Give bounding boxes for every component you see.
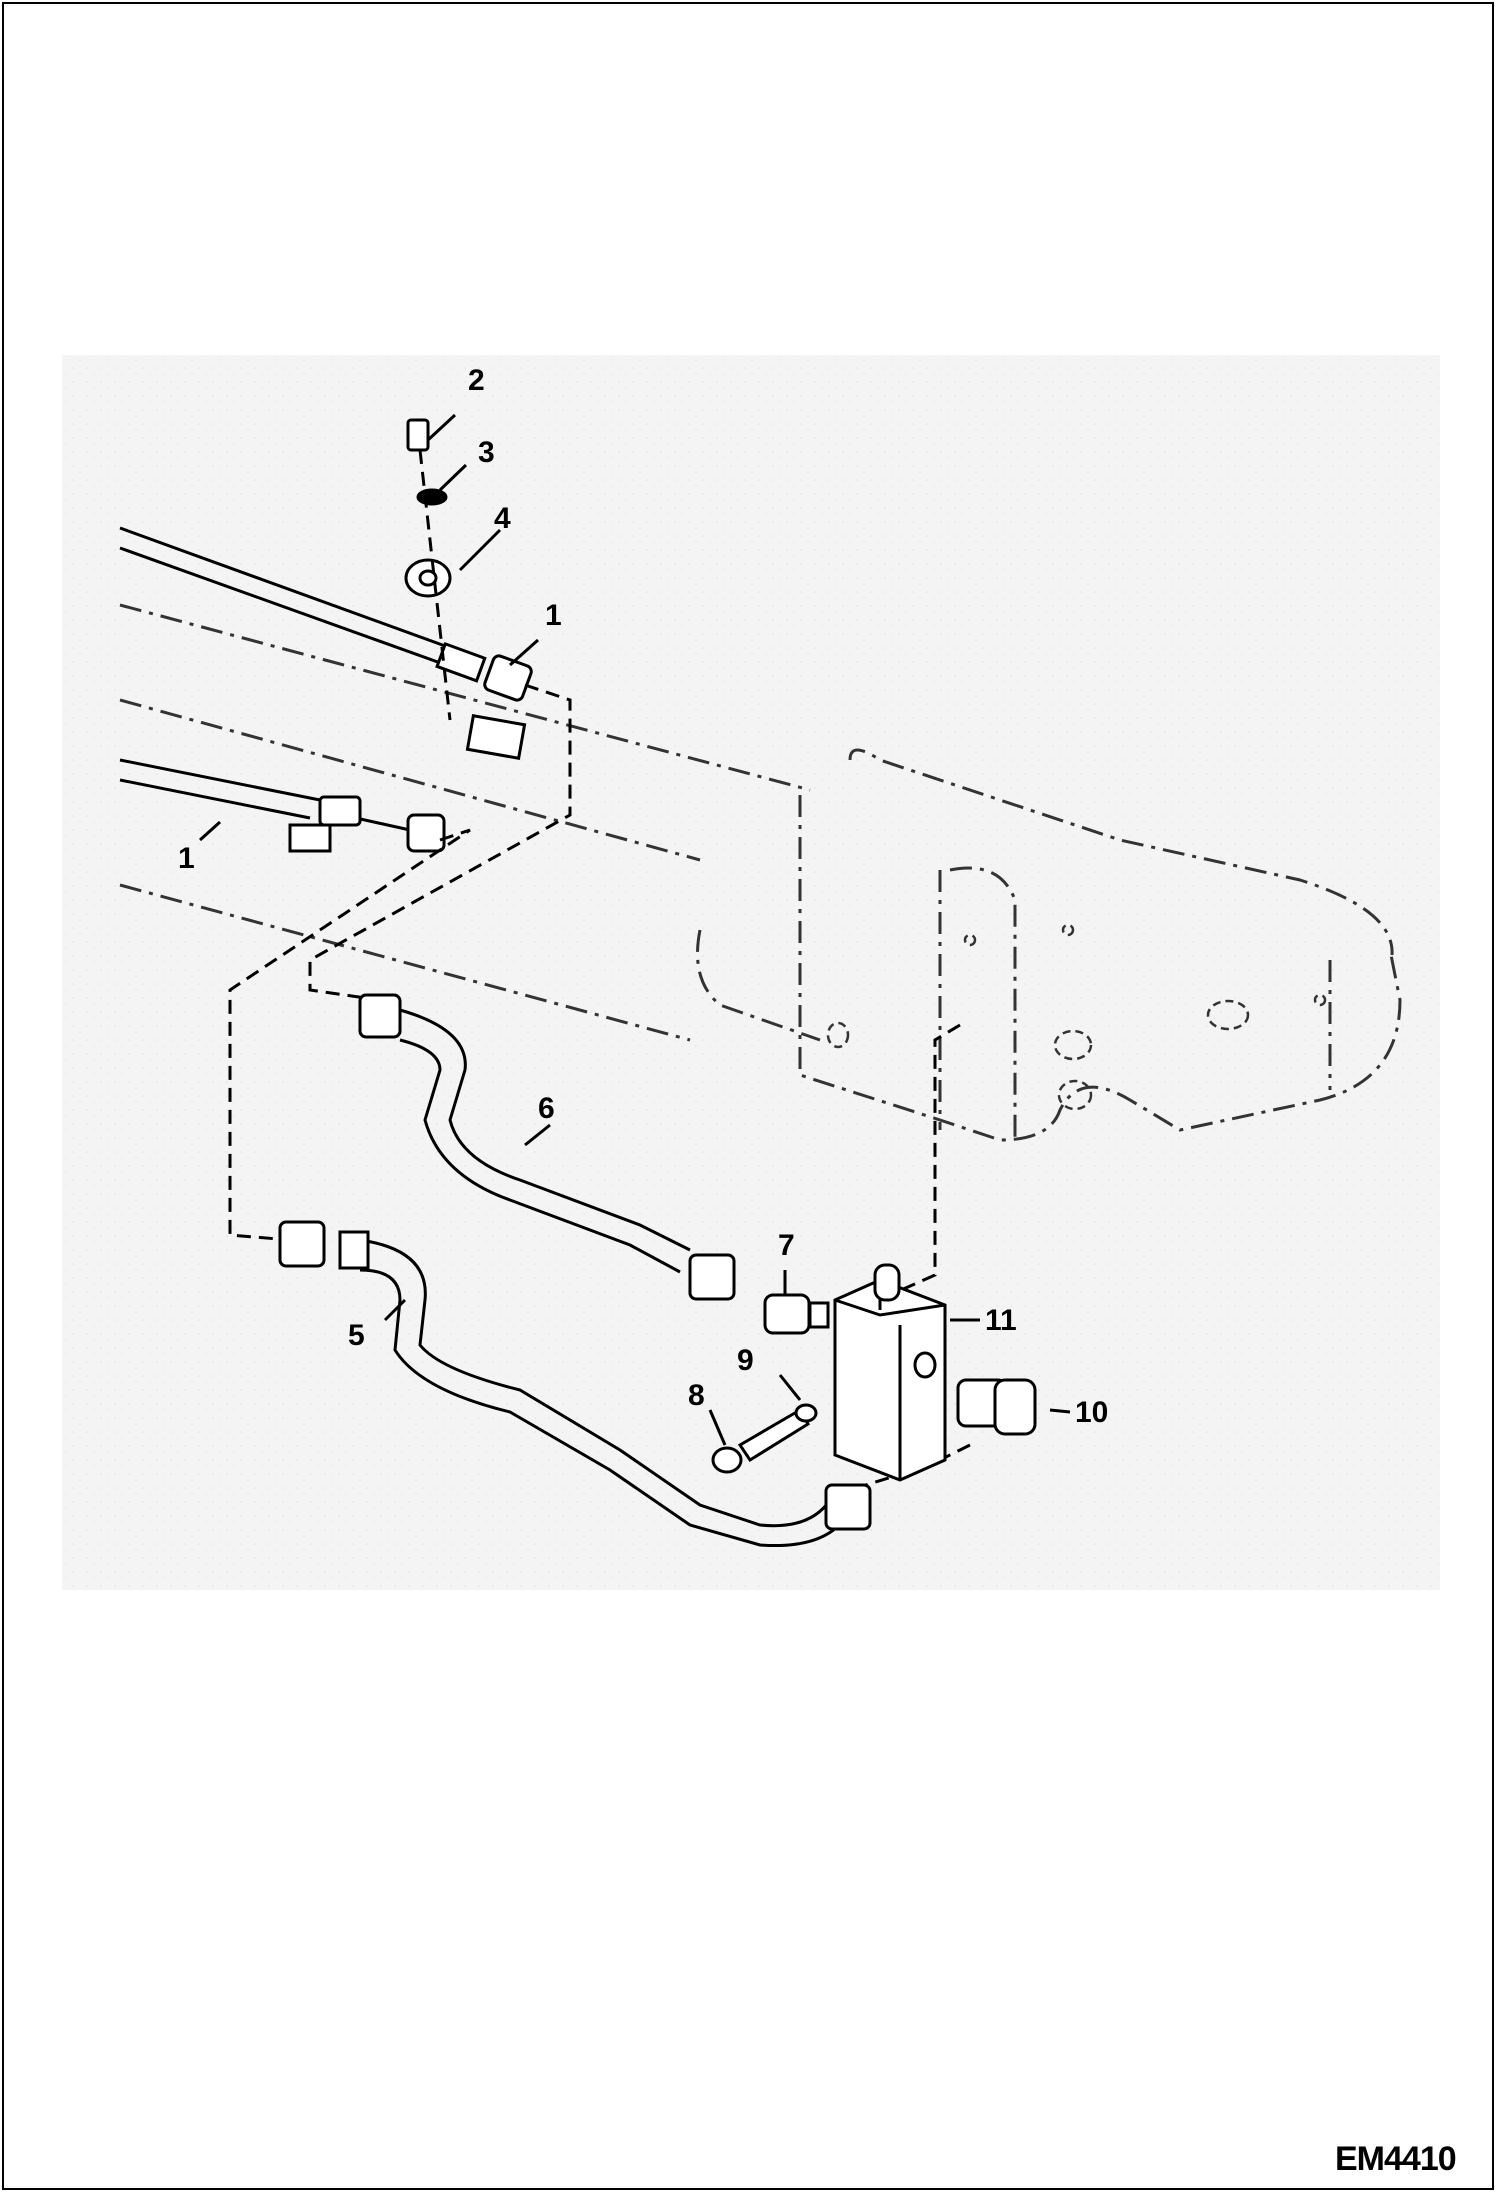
callout-11: 11 [985, 1304, 1017, 1337]
callout-3: 3 [478, 436, 495, 469]
boom-outline [119, 603, 1402, 1142]
bolt-8 [711, 1403, 818, 1474]
fitting-10 [956, 1378, 1037, 1436]
figure-code: EM4410 [1335, 2140, 1456, 2178]
callout-9: 9 [737, 1344, 754, 1377]
callout-labels: 2 3 4 1 1 6 5 7 8 9 10 11 [178, 364, 1108, 1429]
callout-1-lower: 1 [178, 842, 195, 875]
callout-6: 6 [538, 1092, 555, 1125]
boom-holes [826, 923, 1327, 1111]
upper-tube [119, 526, 471, 672]
callout-7: 7 [778, 1229, 795, 1262]
callout-leaders [198, 413, 1071, 1446]
callout-2: 2 [468, 364, 485, 397]
hose-5-ends [278, 1220, 872, 1531]
hose-6-ends [358, 993, 736, 1301]
image-panel [62, 355, 1440, 1590]
callout-1-upper: 1 [545, 599, 562, 632]
callout-8: 8 [688, 1379, 705, 1412]
fitting-7 [763, 1293, 830, 1335]
hose-6 [399, 1008, 691, 1274]
hose-5 [359, 1238, 852, 1548]
callout-10: 10 [1075, 1396, 1108, 1429]
lower-tube-fittings [288, 795, 446, 853]
upper-tube-fitting [435, 641, 533, 760]
valve-block [833, 1263, 947, 1482]
callout-4: 4 [494, 502, 511, 535]
callout-5: 5 [348, 1319, 365, 1352]
clamp-stack [404, 418, 452, 598]
